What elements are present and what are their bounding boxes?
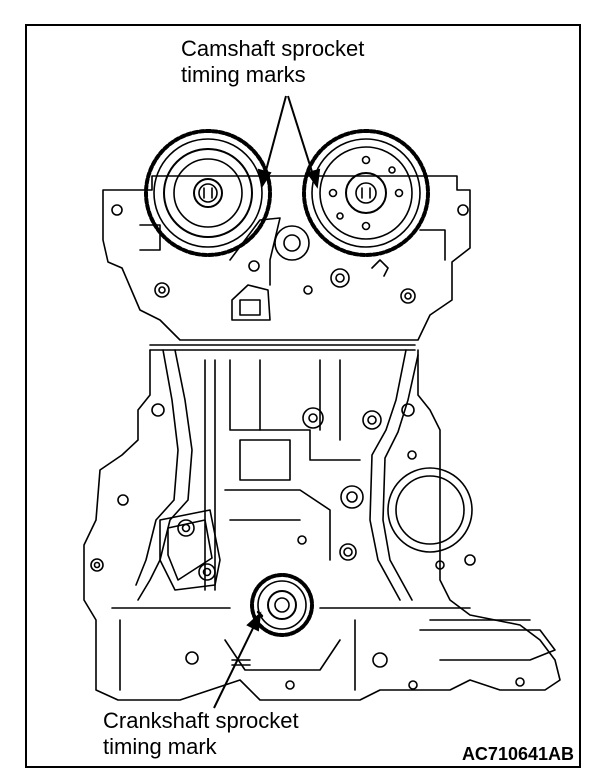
figure-id: AC710641AB — [461, 744, 574, 764]
cylinder-block-outline — [83, 349, 561, 701]
figure-frame — [25, 24, 581, 768]
crankshaft-sprocket — [250, 573, 314, 637]
cylinder-head-outline — [102, 175, 471, 341]
camshaft-sprocket-left — [144, 129, 272, 257]
crankshaft-callout-line1: Crankshaft sprocket — [103, 708, 299, 733]
camshaft-sprocket-right — [302, 129, 430, 257]
block-bolts — [90, 403, 525, 690]
camshaft-callout-line1: Camshaft sprocket — [181, 36, 365, 61]
camshaft-callout-line2: timing marks — [181, 62, 306, 87]
crankshaft-callout-line2: timing mark — [103, 734, 217, 759]
callout-arrows — [213, 95, 321, 709]
